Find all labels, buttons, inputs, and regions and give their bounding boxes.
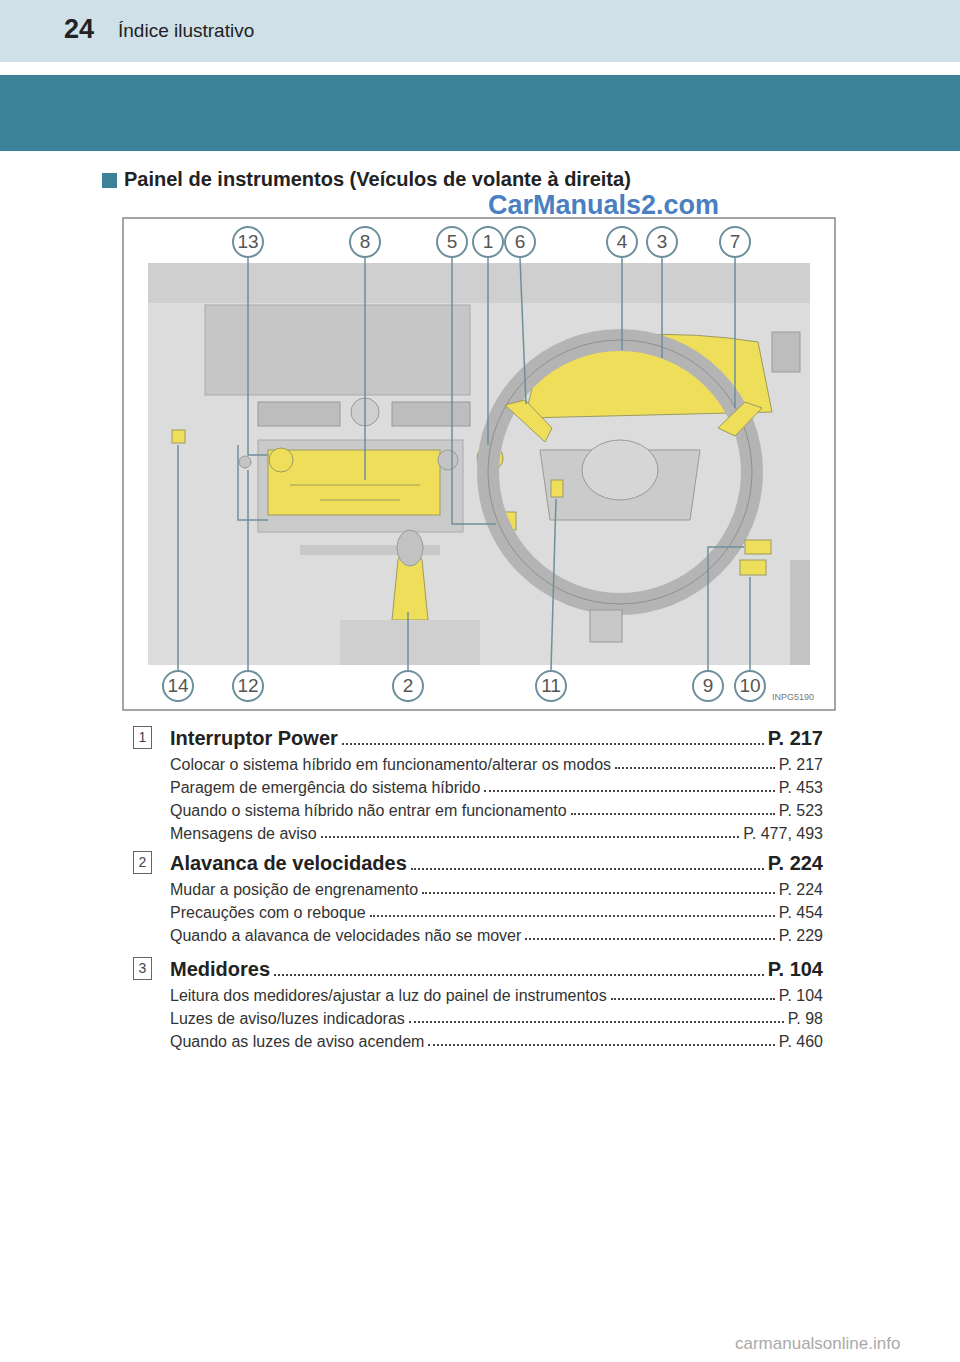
callout-number: 5	[436, 226, 468, 258]
callout-number: 14	[162, 670, 194, 702]
page-reference: P. 224	[779, 881, 823, 899]
section-bullet	[102, 173, 117, 188]
subentry-row: Luzes de aviso/luzes indicadoras P. 98	[170, 1005, 823, 1028]
entry-row: Medidores P. 104	[170, 955, 823, 981]
subentry-row: Quando as luzes de aviso acendem P. 460	[170, 1028, 823, 1051]
entry-title: Medidores	[170, 958, 270, 981]
subentry-row: Leitura dos medidores/ajustar a luz do p…	[170, 982, 823, 1005]
item-number: 2	[133, 851, 152, 874]
dot-leader	[571, 813, 775, 815]
item-number: 1	[133, 726, 152, 749]
callout-number: 1	[472, 226, 504, 258]
subentry-row: Colocar o sistema híbrido em funcionamen…	[170, 751, 823, 774]
entry-row: Alavanca de velocidades P. 224	[170, 849, 823, 875]
dot-leader	[611, 998, 775, 1000]
subentry-title: Quando a alavanca de velocidades não se …	[170, 927, 521, 945]
watermark: CarManuals2.com	[488, 190, 719, 221]
header-band: 24 Índice ilustrativo	[0, 0, 960, 62]
callout-number: 10	[734, 670, 766, 702]
entry-title: Interruptor Power	[170, 727, 338, 750]
dot-leader	[321, 836, 739, 838]
callout-number: 9	[692, 670, 724, 702]
callout-number: 3	[646, 226, 678, 258]
section-heading: Painel de instrumentos (Veículos de vola…	[124, 168, 631, 191]
page-reference: P. 98	[788, 1010, 823, 1028]
watermark: carmanualsonline.info	[735, 1334, 900, 1354]
subentry-row: Quando o sistema híbrido não entrar em f…	[170, 797, 823, 820]
page-reference: P. 217	[779, 756, 823, 774]
subentry-row: Paragem de emergência do sistema híbrido…	[170, 774, 823, 797]
callout-number: 8	[349, 226, 381, 258]
dot-leader	[411, 868, 764, 870]
dot-leader	[484, 790, 774, 792]
dot-leader	[274, 974, 764, 976]
callout-number: 6	[504, 226, 536, 258]
subentry-row: Mudar a posição de engrenamento P. 224	[170, 876, 823, 899]
subentry-row: Mensagens de aviso P. 477, 493	[170, 820, 823, 843]
callout-number: 11	[535, 670, 567, 702]
dot-leader	[409, 1021, 784, 1023]
header-title: Índice ilustrativo	[118, 20, 254, 42]
page-reference: P. 454	[779, 904, 823, 922]
page-reference: P. 217	[768, 727, 823, 750]
subentry-title: Mudar a posição de engrenamento	[170, 881, 418, 899]
subentry-row: Quando a alavanca de velocidades não se …	[170, 922, 823, 945]
page-reference: P. 224	[768, 852, 823, 875]
subentry-title: Luzes de aviso/luzes indicadoras	[170, 1010, 405, 1028]
subentry-title: Precauções com o reboque	[170, 904, 366, 922]
subentry-title: Quando as luzes de aviso acendem	[170, 1033, 424, 1051]
page-reference: P. 460	[779, 1033, 823, 1051]
dot-leader	[342, 743, 764, 745]
page-number: 24	[64, 14, 94, 45]
subentry-row: Precauções com o reboque P. 454	[170, 899, 823, 922]
subentry-title: Mensagens de aviso	[170, 825, 317, 843]
page-reference: P. 477, 493	[743, 825, 823, 843]
callout-number: 7	[719, 226, 751, 258]
dot-leader	[615, 767, 775, 769]
callout-number: 4	[606, 226, 638, 258]
dot-leader	[525, 938, 774, 940]
callout-number: 12	[232, 670, 264, 702]
page-reference: P. 523	[779, 802, 823, 820]
callout-number: 13	[232, 226, 264, 258]
page-reference: P. 104	[779, 987, 823, 1005]
dot-leader	[428, 1044, 774, 1046]
entry-row: Interruptor Power P. 217	[170, 724, 823, 750]
image-code: INPG5190	[772, 692, 814, 702]
dot-leader	[422, 892, 775, 894]
dark-band	[0, 75, 960, 151]
callout-number: 2	[392, 670, 424, 702]
item-number: 3	[133, 957, 152, 980]
subentry-title: Leitura dos medidores/ajustar a luz do p…	[170, 987, 607, 1005]
page-reference: P. 104	[768, 958, 823, 981]
entry-title: Alavanca de velocidades	[170, 852, 407, 875]
page-reference: P. 229	[779, 927, 823, 945]
subentry-title: Paragem de emergência do sistema híbrido	[170, 779, 480, 797]
dot-leader	[370, 915, 775, 917]
page-reference: P. 453	[779, 779, 823, 797]
subentry-title: Colocar o sistema híbrido em funcionamen…	[170, 756, 611, 774]
subentry-title: Quando o sistema híbrido não entrar em f…	[170, 802, 567, 820]
